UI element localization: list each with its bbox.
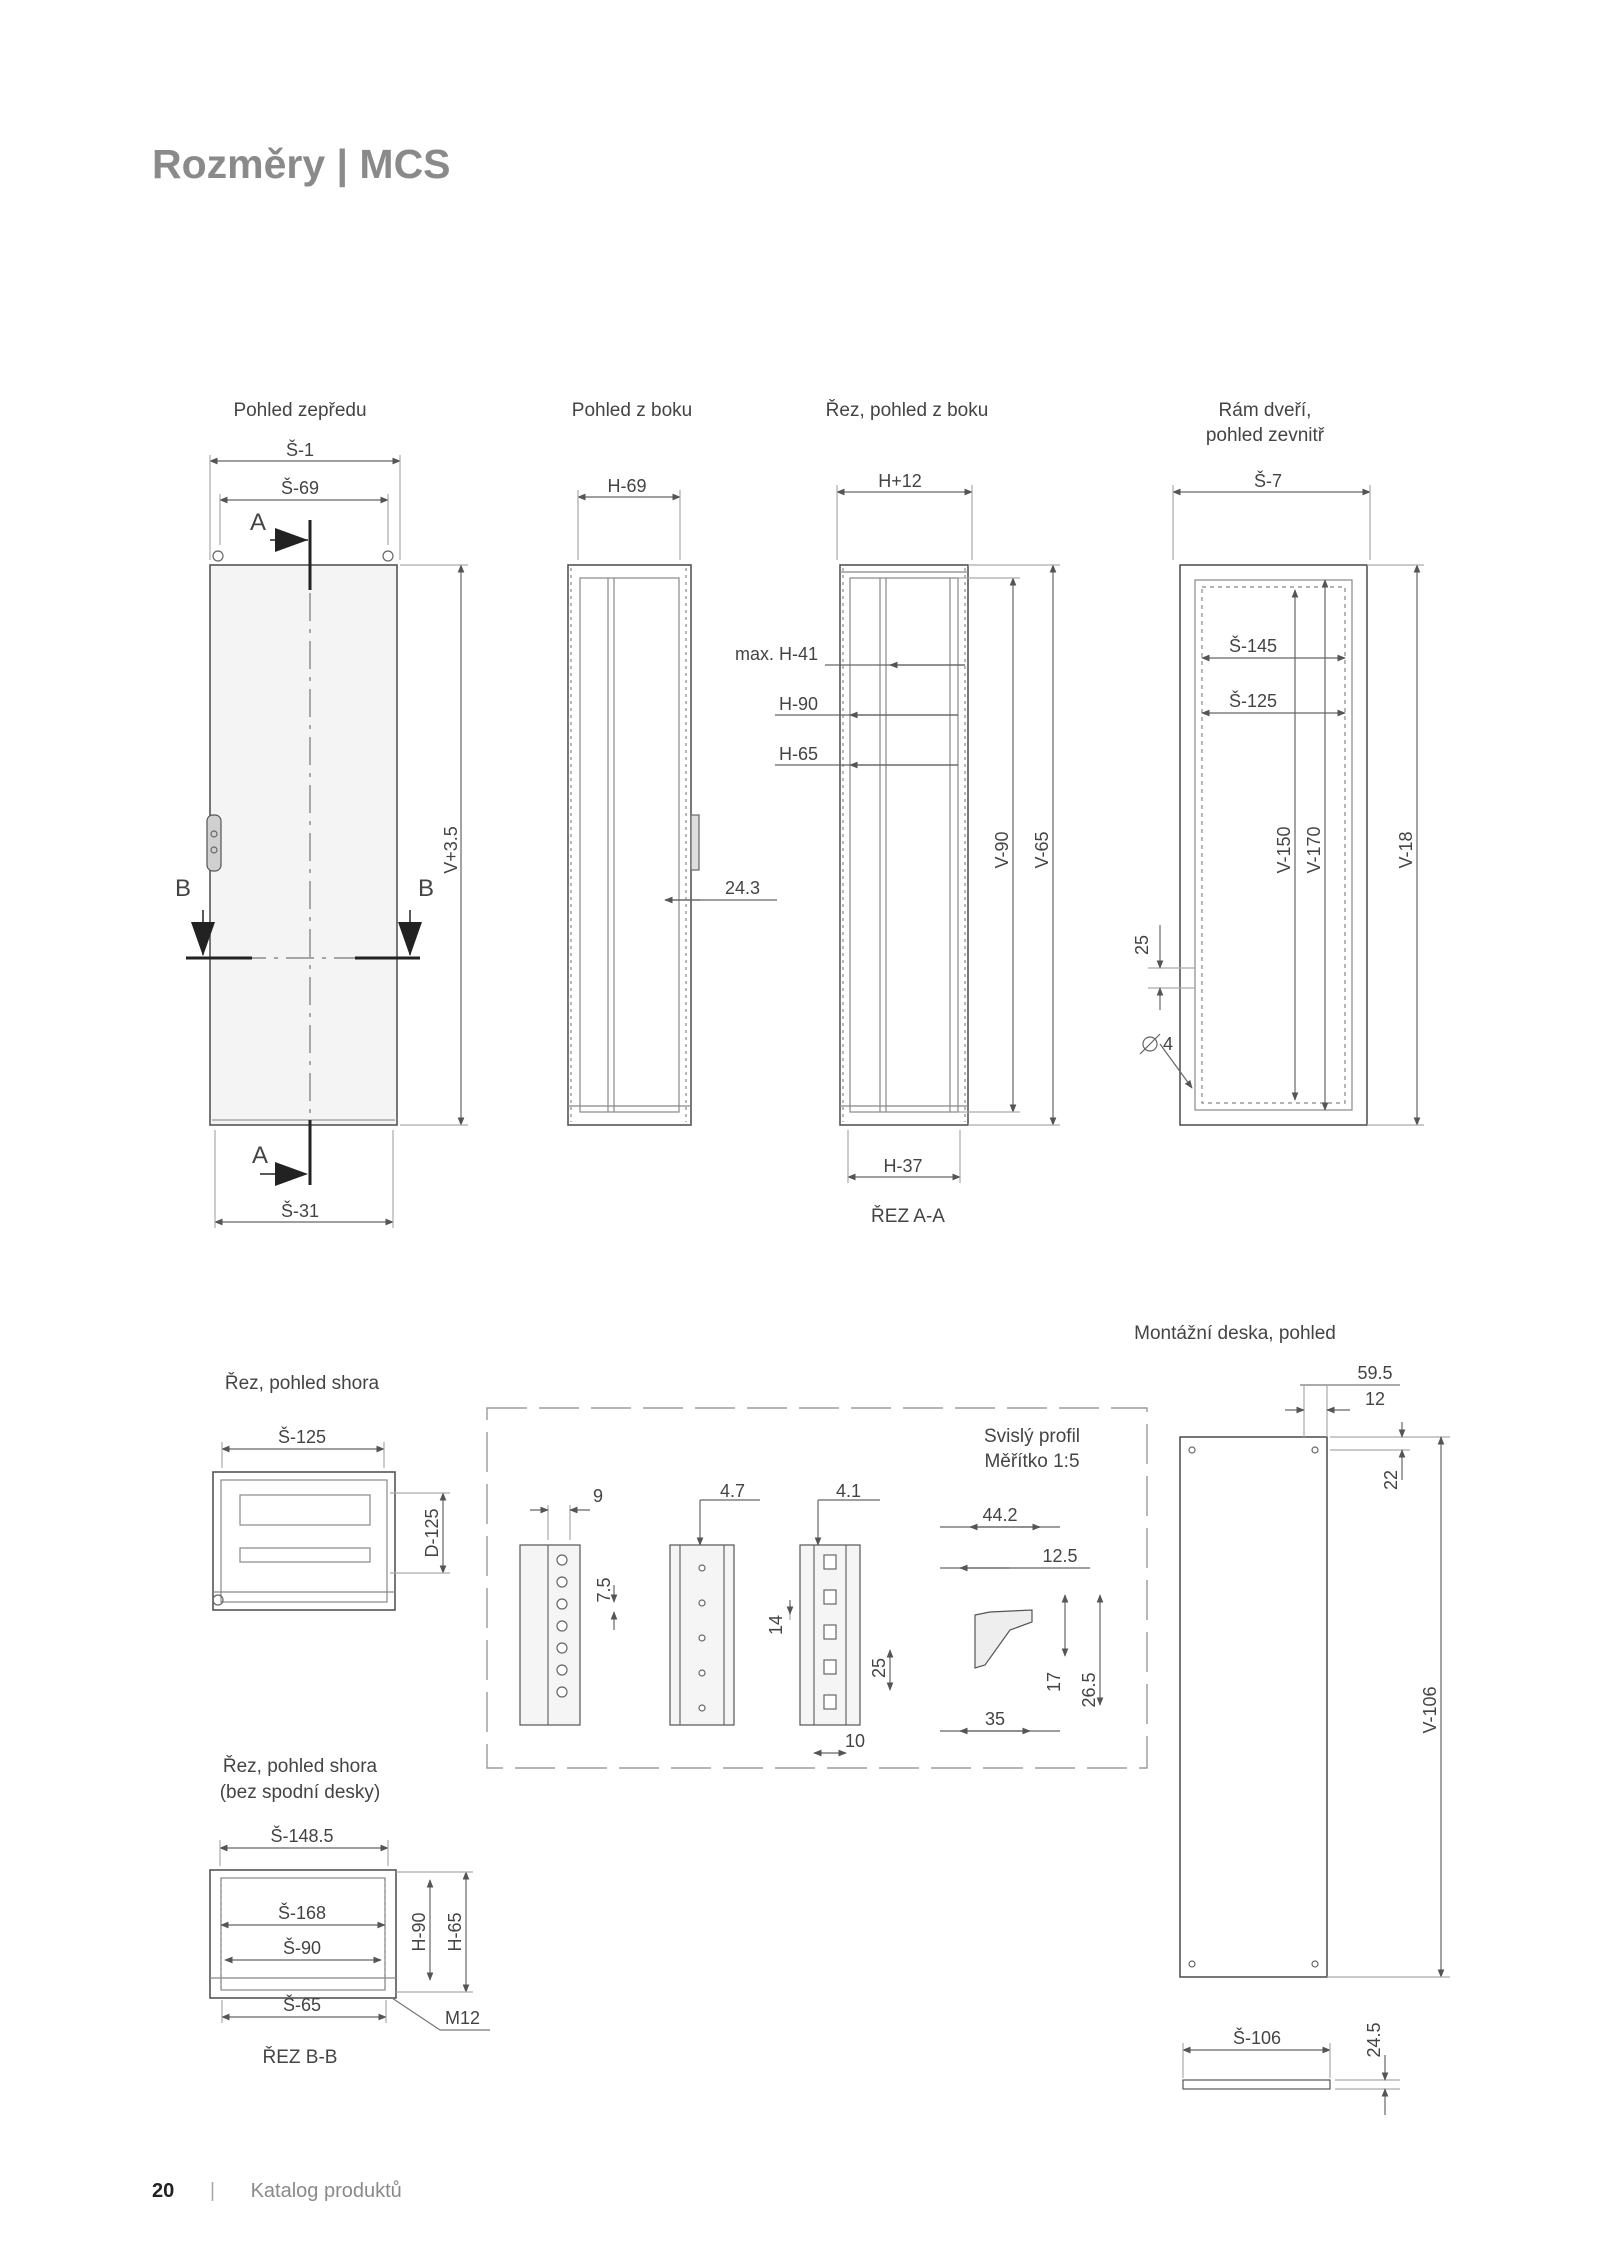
section-view-caption: Řez, pohled z boku (826, 399, 989, 421)
door-frame-view (1139, 485, 1424, 1126)
catalog-name: Katalog produktů (250, 2180, 402, 2202)
top-section-view (212, 1442, 450, 1611)
dim-label: Š-168 (278, 1902, 326, 1923)
dim-label: 10 (845, 1731, 865, 1751)
dim-label: Š-69 (281, 477, 319, 498)
top-view-caption: Řez, pohled shora (225, 1372, 380, 1394)
dim-label: 26.5 (1079, 1672, 1099, 1707)
dim-label: D-125 (422, 1508, 442, 1557)
dim-label: Š-7 (1254, 470, 1282, 491)
dim-label: Š-31 (281, 1200, 319, 1221)
plate-caption: Montážní deska, pohled (1134, 1323, 1336, 1344)
dim-label: V-65 (1032, 831, 1052, 868)
dim-label: 24.5 (1364, 2022, 1384, 2057)
profile-caption: Měřítko 1:5 (984, 1451, 1079, 1472)
dim-label: H-69 (607, 476, 646, 496)
dim-label: H-90 (409, 1912, 429, 1951)
door-view-caption: pohled zevnitř (1206, 425, 1325, 446)
page-footer: 20 | Katalog produktů (152, 2180, 402, 2203)
mounting-plate-view (1179, 1384, 1450, 2115)
dim-label: 24.3 (725, 878, 760, 898)
dim-label: 25 (869, 1658, 889, 1678)
dim-label: Š-1 (286, 439, 314, 460)
dim-label: 12.5 (1042, 1546, 1077, 1566)
drawing-labels: Pohled zepředu Š-1 Š-69 A A B B V+3.5 Š-… (175, 399, 1440, 2068)
dim-label: 17 (1044, 1672, 1064, 1692)
dim-label: V-150 (1274, 826, 1294, 873)
dim-label: 35 (985, 1709, 1005, 1729)
dim-label: Š-90 (283, 1937, 321, 1958)
section-aa-view (775, 485, 1060, 1183)
front-view (186, 455, 468, 1228)
profile-detail-box (486, 1407, 1148, 1769)
side-view (567, 490, 777, 1126)
bb-section-view (209, 1840, 490, 2031)
dim-label: 22 (1381, 1470, 1401, 1490)
page-title: Rozměry | MCS (152, 141, 451, 187)
dim-label: 4.7 (720, 1481, 745, 1501)
dim-label: M12 (445, 2008, 480, 2028)
dim-label: 59.5 (1357, 1363, 1392, 1383)
dim-label: 14 (766, 1615, 786, 1635)
dim-label: Š-65 (283, 1994, 321, 2015)
dim-label: Š-125 (1229, 690, 1277, 711)
dim-label: H-37 (883, 1156, 922, 1176)
front-view-caption: Pohled zepředu (233, 400, 366, 421)
dim-label: V-18 (1396, 831, 1416, 868)
dim-label: 44.2 (982, 1505, 1017, 1525)
dim-label: V-106 (1420, 1686, 1440, 1733)
dim-label: V-90 (992, 831, 1012, 868)
bb-view-caption: (bez spodní desky) (220, 1782, 381, 1803)
dim-label: 4.1 (836, 1481, 861, 1501)
dim-label: 7.5 (594, 1577, 614, 1602)
dim-label: Š-148.5 (270, 1825, 333, 1846)
dim-label: H-90 (779, 694, 818, 714)
profile-caption: Svislý profil (984, 1426, 1080, 1447)
bb-view-caption: Řez, pohled shora (223, 1755, 378, 1777)
dim-label: Š-106 (1233, 2027, 1281, 2048)
dim-label: H-65 (779, 744, 818, 764)
section-marker-b: B (175, 875, 191, 902)
footer-separator: | (209, 2180, 216, 2202)
dim-label: max. H-41 (735, 644, 818, 664)
section-marker-b: B (418, 875, 434, 902)
dim-label: V-170 (1304, 826, 1324, 873)
section-marker-a: A (252, 1142, 268, 1169)
dim-label: 4 (1163, 1034, 1173, 1054)
section-aa-label: ŘEZ A-A (871, 1205, 945, 1227)
page-number: 20 (152, 2180, 175, 2202)
dim-label: H+12 (878, 471, 922, 491)
door-view-caption: Rám dveří, (1219, 400, 1312, 421)
dim-label: Š-125 (278, 1426, 326, 1447)
bb-section-label: ŘEZ B-B (263, 2046, 338, 2068)
dim-label: V+3.5 (441, 826, 461, 874)
dim-label: Š-145 (1229, 635, 1277, 656)
dim-label: H-65 (445, 1912, 465, 1951)
side-view-caption: Pohled z boku (572, 400, 692, 421)
section-marker-a: A (250, 509, 266, 536)
dim-label: 9 (593, 1486, 603, 1506)
dim-label: 12 (1365, 1389, 1385, 1409)
dim-label: 25 (1132, 935, 1152, 955)
